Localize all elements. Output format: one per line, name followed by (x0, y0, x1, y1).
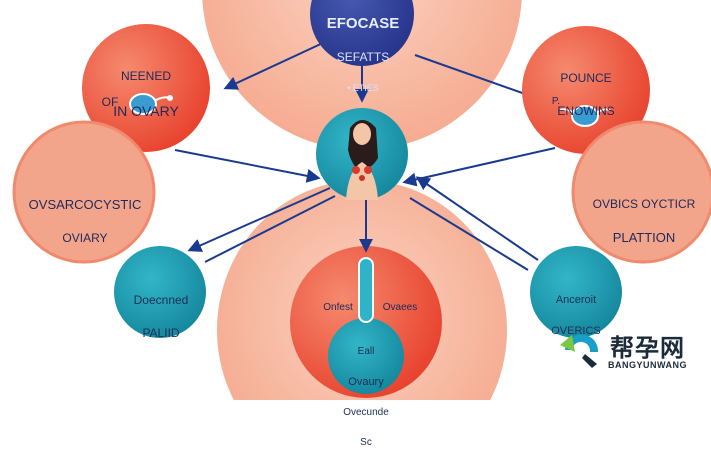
arrow-topright-to-center-2 (402, 147, 556, 187)
top-left-line3: OF (101, 95, 119, 109)
mid-right-line1: OVBICS OYCTICR (592, 197, 696, 212)
top-right-label: POUNCE ENOWINS (536, 54, 636, 137)
ovary-icon-right (559, 105, 611, 127)
arrow-center-to-lowleft (187, 187, 331, 252)
low-right-line1: Anceroit (555, 294, 597, 307)
top-right-line1: POUNCE (560, 71, 612, 86)
arrow-topleft-to-center (174, 149, 321, 183)
top-right-line3: P. (551, 96, 561, 107)
tube (358, 257, 374, 323)
arrows (174, 41, 556, 271)
arrow-top-to-topleft (223, 41, 326, 90)
low-left-line2: PALIID (142, 325, 180, 340)
mid-right-line2: PLATTION (612, 229, 676, 245)
top-center-line3: • ETIES (347, 83, 379, 94)
top-center-node (310, 0, 414, 66)
watermark-cn: 帮孕网 (610, 334, 685, 362)
bubble-line3: Ovecunde (343, 407, 389, 419)
top-left-line1: NEENED (120, 69, 171, 84)
low-right-line2: OVERICS (551, 325, 601, 338)
ovary-icon-left (129, 93, 173, 115)
arrow-lowright-to-center-2 (409, 197, 529, 271)
top-center-line2: SEFATTS (336, 50, 390, 65)
arrow-lowright-to-center (415, 176, 539, 261)
bubble-line4: Sc (360, 437, 372, 449)
mid-right-node (571, 120, 711, 264)
low-left-node (114, 246, 206, 338)
bubble-line1: Eall (357, 346, 375, 358)
mid-right-label: OVBICS OYCTICR PLATTION (574, 180, 711, 264)
top-left-node (82, 24, 210, 152)
woman-illustration (346, 120, 378, 200)
diagram-stage: EFOCASE SEFATTS • ETIES NEENED IN OVARY … (12, 0, 711, 467)
mid-left-node (12, 120, 156, 264)
mid-left-label: OVSARCOCYSTIC OVIARY (14, 180, 156, 264)
bottom-bubble-label: Eall Ovaury Ovecunde Sc (328, 328, 404, 467)
top-center-line1: EFOCASE (326, 15, 400, 33)
low-left-label: Doecnned PALIID (120, 276, 202, 359)
top-right-node (522, 26, 650, 154)
diagram-svg (12, 0, 711, 467)
mid-left-line2: OVIARY (62, 230, 108, 245)
arrow-center-to-lowleft-2 (204, 195, 336, 263)
watermark-en: BANGYUNWANG (608, 360, 687, 370)
low-right-node (530, 246, 622, 338)
top-right-line2: ENOWINS (557, 103, 615, 118)
top-center-label: EFOCASE SEFATTS • ETIES (318, 0, 408, 112)
bubble-line2: Ovaury (348, 376, 384, 389)
low-right-label: Anceroit OVERICS (534, 276, 618, 356)
low-left-line1: Doecnned (133, 293, 189, 308)
mid-left-line1: OVSARCOCYSTIC (28, 197, 142, 213)
watermark: 帮孕网 BANGYUNWANG (556, 326, 706, 380)
bottom-bubble (328, 318, 404, 394)
bottom-left-label: Onfest (323, 302, 353, 313)
watermark-logo-icon (560, 334, 599, 368)
bottom-right-label: Ovaees (382, 302, 418, 313)
arrow-topright-to-center (414, 54, 529, 96)
top-left-label: NEENED IN OVARY (96, 52, 196, 137)
top-left-line2: IN OVARY (113, 102, 179, 119)
